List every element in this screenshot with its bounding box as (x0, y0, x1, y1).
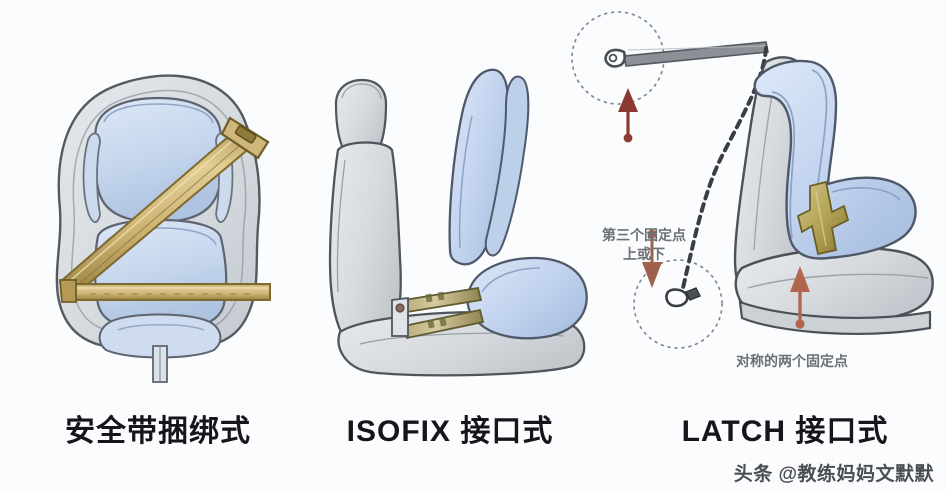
car-seat-back-seam (336, 159, 346, 293)
shoulder-belt-shadow (69, 139, 247, 293)
vehicle-seatback-seam (753, 81, 775, 251)
isofix-anchor-bar (395, 303, 405, 313)
vehicle-seat-base-front (738, 300, 932, 335)
caption-latch: LATCH 接口式 (681, 415, 889, 448)
seat-base-seam (117, 324, 205, 331)
lower-anchor-connector (665, 288, 689, 308)
car-headrest-seam (341, 83, 382, 100)
watermark: 头条 @教练妈妈文默默 (733, 464, 934, 485)
top-tether-hook-eye (608, 53, 618, 63)
top-tether-strap (623, 41, 769, 67)
lower-anchor-arrow (642, 229, 662, 288)
car-headrest (334, 78, 388, 155)
child-seat-side-wing (484, 75, 530, 257)
child-seat-base-seam (481, 267, 541, 293)
caption-isofix: ISOFIX 接口式 (346, 415, 554, 448)
top-anchor-arrow (618, 88, 638, 143)
child-seat-inner-contour-3 (831, 187, 901, 201)
panel-isofix (300, 0, 600, 492)
annotation-top-anchor-line2: 上或下 (623, 246, 665, 262)
latch-diagram (571, 11, 934, 349)
top-anchor-arrow-head (618, 88, 638, 112)
lower-anchor-arrow-head (642, 262, 662, 288)
belt-latch-slot (234, 125, 257, 144)
isofix-diagram (328, 68, 588, 377)
child-seat-inner-contour-1 (771, 91, 796, 239)
top-tether-highlight (627, 45, 767, 51)
seat-base-arrow-head (790, 266, 810, 292)
panel-latch (560, 0, 946, 492)
isofix-connector-detail (425, 291, 447, 329)
seat-shell-groove (70, 89, 247, 335)
headrest-seam (103, 103, 214, 124)
seatbelt-diagram (55, 74, 271, 383)
headrest-wing-left (82, 132, 101, 223)
shoulder-belt-highlight (63, 133, 241, 287)
seat-base-arrow-tail (795, 319, 805, 329)
annotation-lower-anchors: 对称的两个固定点 (736, 353, 848, 369)
lap-belt (60, 283, 271, 301)
lower-anchor-latch-body (685, 287, 701, 301)
child-seat-inner-contour-2 (811, 69, 828, 201)
child-seat-shell (753, 59, 917, 260)
top-anchor-arrow-tail (623, 133, 633, 143)
child-seat-back-seam (458, 115, 473, 249)
seat-base-cushion (98, 313, 222, 359)
annotation-top-anchor: 第三个固定点 上或下 (574, 226, 714, 264)
lower-anchor-highlight-circle (633, 259, 723, 349)
harness-straps (796, 180, 850, 256)
seat-base-anchor-arrow (790, 266, 810, 329)
annotation-top-anchor-line1: 第三个固定点 (602, 227, 686, 243)
harness-strap-highlight (815, 191, 827, 247)
top-tether-hook (604, 48, 627, 68)
vehicle-seat-base-seam (747, 273, 929, 289)
panel-seatbelt (0, 0, 316, 492)
caption-seatbelt: 安全带捆绑式 (65, 415, 251, 448)
lower-anchor-arrow-tail (647, 229, 657, 239)
belt-anchor-point (59, 279, 77, 303)
